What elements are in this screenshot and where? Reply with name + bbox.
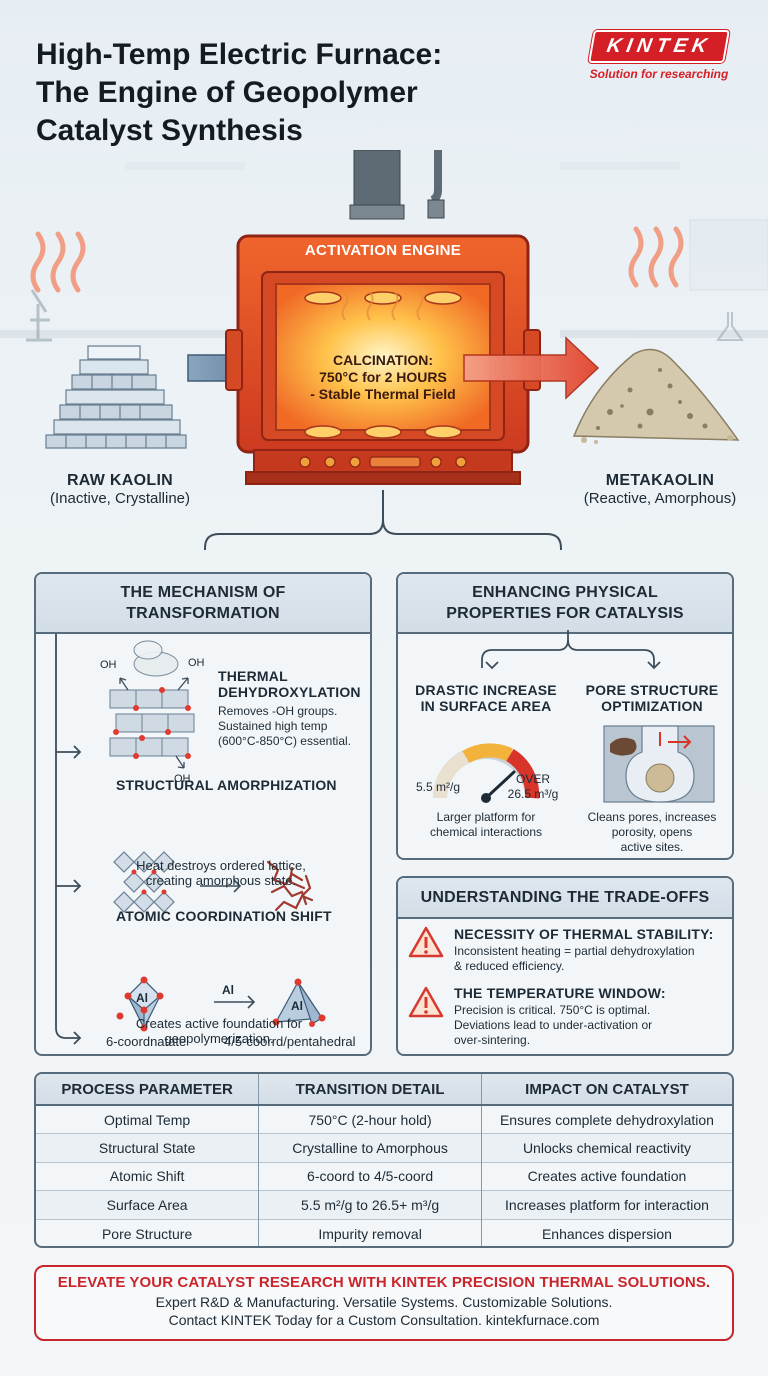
table-row: Atomic Shift 6-coord to 4/5-coord Create…: [36, 1161, 732, 1191]
ordered-lattice-icon: [113, 851, 175, 913]
coordination-left-label: 6-coordnatate: [106, 1034, 187, 1049]
cta-headline: ELEVATE YOUR CATALYST RESEARCH WITH KINT…: [57, 1274, 711, 1291]
flask-icon: [716, 312, 744, 341]
summary-table: PROCESS PARAMETER TRANSITION DETAIL IMPA…: [34, 1072, 734, 1248]
amorphization-desc: Heat destroys ordered lattice, creating …: [136, 858, 306, 888]
cta-line-1: Expert R&D & Manufacturing. Versatile Sy…: [155, 1294, 613, 1310]
brand-tagline: Solution for researching: [589, 67, 729, 81]
table-row: Surface Area 5.5 m²/g to 26.5+ m³/g Incr…: [36, 1190, 732, 1219]
oh-label-1: OH: [100, 659, 117, 671]
column-header-parameter: PROCESS PARAMETER: [36, 1074, 260, 1106]
column-header-impact: IMPACT ON CATALYST: [481, 1074, 732, 1106]
physical-panel-title: ENHANCING PHYSICAL PROPERTIES FOR CATALY…: [398, 574, 732, 634]
surface-high-value: OVER 26.5 m³/g: [507, 772, 559, 801]
amorphous-network-icon: [266, 860, 314, 912]
mechanism-panel: THE MECHANISM OF TRANSFORMATION: [34, 572, 372, 1056]
table-row: Pore Structure Impurity removal Enhances…: [36, 1218, 732, 1246]
warning-icon-window: [408, 986, 444, 1018]
warning-icons: [408, 926, 444, 1018]
heat-shimmer-icon: [341, 291, 424, 321]
coordination-title: ATOMIC COORDINATION SHIFT: [116, 908, 332, 924]
metakaolin-caption: METAKAOLIN (Reactive, Amorphous): [583, 472, 737, 507]
furnace-chimney-icon: [349, 150, 445, 220]
al-label-left: Al: [136, 991, 148, 1005]
raw-kaolin-crystal-icon: [45, 345, 187, 449]
coordination-desc: Creates active foundation for geopolymer…: [135, 1016, 303, 1046]
furnace-body: [225, 234, 541, 485]
branch-connector: [204, 490, 562, 550]
heat-waves-right-icon: [628, 226, 684, 288]
raw-kaolin-caption: RAW KAOLIN (Inactive, Crystalline): [49, 472, 191, 507]
warning-icon-stability: [408, 926, 444, 958]
surface-area-title: DRASTIC INCREASE IN SURFACE AREA: [415, 682, 557, 714]
octahedron-icon: [116, 976, 164, 1032]
tradeoffs-panel: UNDERSTANDING THE TRADE-OFFS NECESSITY O…: [396, 876, 734, 1056]
amorph-arrow-icon: [200, 879, 242, 893]
oh-label-3: OH: [174, 773, 191, 785]
surface-area-gauge-icon: [433, 743, 540, 803]
brand-wordmark: KINTEK: [587, 30, 731, 63]
microscope-icon: [26, 289, 52, 342]
table-row: Optimal Temp 750°C (2-hour hold) Ensures…: [36, 1104, 732, 1134]
physical-properties-panel: ENHANCING PHYSICAL PROPERTIES FOR CATALY…: [396, 572, 734, 860]
physical-illustrations: [433, 630, 715, 803]
pore-structure-desc: Cleans pores, increases porosity, opens …: [587, 810, 717, 854]
dehydroxylation-cube-icon: [109, 640, 195, 769]
coord-arrow-icon: [214, 995, 256, 1009]
coordination-right-label: 4/5-coorrd/pentahedral: [224, 1034, 356, 1049]
output-arrow-icon: [463, 336, 600, 400]
tradeoffs-title: UNDERSTANDING THE TRADE-OFFS: [398, 878, 732, 919]
cta-line-2[interactable]: Contact KINTEK Today for a Custom Consul…: [168, 1312, 600, 1328]
tradeoff-item-window: THE TEMPERATURE WINDOW: Precision is cri…: [454, 985, 666, 1047]
pore-structure-title: PORE STRUCTURE OPTIMIZATION: [585, 682, 719, 714]
lab-background: [0, 162, 768, 338]
physical-branch-connector: [481, 630, 661, 670]
cta-banner[interactable]: ELEVATE YOUR CATALYST RESEARCH WITH KINT…: [34, 1265, 734, 1341]
calcination-note: CALCINATION: 750°C for 2 HOURS - Stable …: [310, 352, 456, 402]
surface-low-value: 5.5 m²/g: [416, 780, 461, 794]
heat-waves-left-icon: [30, 231, 86, 293]
pore-structure-icon: [603, 725, 715, 803]
mechanism-panel-title: THE MECHANISM OF TRANSFORMATION: [36, 574, 370, 634]
dehydroxylation-block: THERMAL DEHYDROXYLATION Removes -OH grou…: [218, 668, 361, 748]
al-label-arrow: Al: [222, 983, 234, 997]
mechanism-illustrations: OH OH OH: [55, 634, 326, 1045]
brand-logo[interactable]: KINTEK Solution for researching: [574, 30, 744, 81]
furnace-label: ACTIVATION ENGINE: [304, 242, 462, 259]
table-header-row: PROCESS PARAMETER TRANSITION DETAIL IMPA…: [36, 1074, 732, 1106]
mechanism-tree-connector: [55, 634, 82, 1045]
furnace-scene: [0, 150, 768, 550]
column-header-detail: TRANSITION DETAIL: [258, 1074, 482, 1106]
tetrahedron-icon: [272, 978, 326, 1027]
page-title: High-Temp Electric Furnace: The Engine o…: [36, 38, 443, 147]
oh-label-2: OH: [188, 657, 205, 669]
amorphization-title: STRUCTURAL AMORPHIZATION: [116, 777, 337, 793]
table-row: Structural State Crystalline to Amorphou…: [36, 1133, 732, 1162]
surface-area-desc: Larger platform for chemical interaction…: [429, 810, 543, 839]
al-label-right: Al: [291, 999, 303, 1013]
metakaolin-powder-icon: [572, 348, 740, 444]
control-knobs-icon: [299, 456, 467, 468]
tradeoff-item-stability: NECESSITY OF THERMAL STABILITY: Inconsis…: [454, 926, 714, 973]
